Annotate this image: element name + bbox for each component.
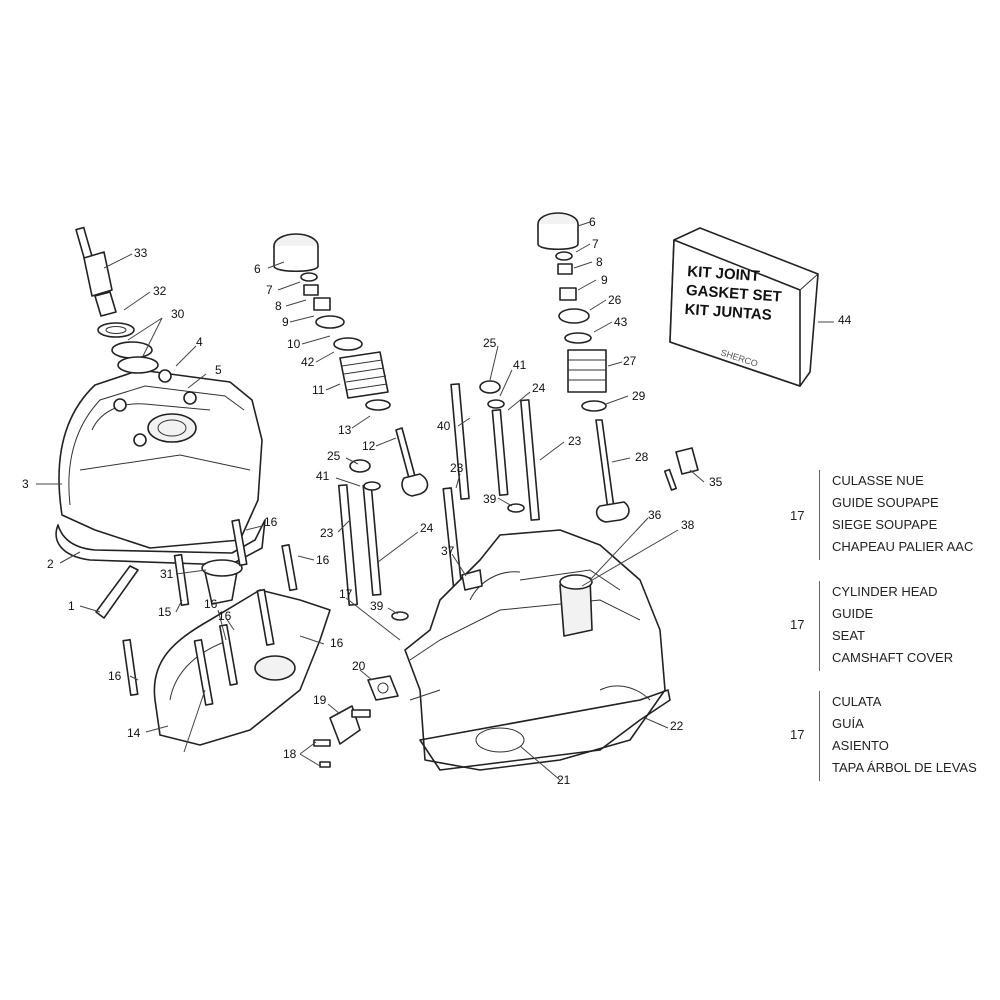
legend-line: CHAPEAU PALIER AAC xyxy=(832,539,974,554)
callout-41-right: 41 xyxy=(513,358,527,372)
legend-ref: 17 xyxy=(790,617,805,632)
callout-38: 38 xyxy=(681,518,695,532)
legend-english: 17 CYLINDER HEAD GUIDE SEAT CAMSHAFT COV… xyxy=(790,581,990,671)
callout-1: 1 xyxy=(68,599,75,613)
retaining-plate xyxy=(95,565,139,619)
legend-divider xyxy=(819,691,820,781)
legend-ref: 17 xyxy=(790,508,805,523)
legend-divider xyxy=(819,470,820,560)
callout-10: 10 xyxy=(287,337,301,351)
legend-lines: CULASSE NUE GUIDE SOUPAPE SIEGE SOUPAPE … xyxy=(832,470,973,558)
camshaft-holder xyxy=(122,519,331,746)
legend-line: TAPA ÁRBOL DE LEVAS xyxy=(832,760,977,775)
callout-44: 44 xyxy=(838,313,852,327)
callout-7-left: 7 xyxy=(266,283,273,297)
callout-24-left: 24 xyxy=(420,521,434,535)
cylinder-head-cover xyxy=(55,369,266,566)
callout-5: 5 xyxy=(215,363,222,377)
callout-36: 36 xyxy=(648,508,662,522)
callout-31: 31 xyxy=(160,567,174,581)
callout-23-right: 23 xyxy=(568,434,582,448)
callout-39-right: 39 xyxy=(483,492,497,506)
callout-27: 27 xyxy=(623,354,637,368)
legend-line: ASIENTO xyxy=(832,738,889,753)
callout-12: 12 xyxy=(362,439,376,453)
callout-16-d: 16 xyxy=(316,553,330,567)
small-parts xyxy=(313,675,399,768)
callout-18: 18 xyxy=(283,747,297,761)
callout-35: 35 xyxy=(709,475,723,489)
callout-2: 2 xyxy=(47,557,54,571)
callout-22: 22 xyxy=(670,719,684,733)
callout-28: 28 xyxy=(635,450,649,464)
callout-9-right: 9 xyxy=(601,273,608,287)
callout-23-mid: 23 xyxy=(450,461,464,475)
intake-valve-assembly xyxy=(273,233,429,497)
callout-6-left: 6 xyxy=(254,262,261,276)
legend-line: GUIDE xyxy=(832,606,874,621)
temperature-sensor xyxy=(663,447,699,491)
callout-29: 29 xyxy=(632,389,646,403)
legend-french: 17 CULASSE NUE GUIDE SOUPAPE SIEGE SOUPA… xyxy=(790,470,990,560)
spark-plug xyxy=(75,226,159,374)
legend-spanish: 17 CULATA GUÍA ASIENTO TAPA ÁRBOL DE LEV… xyxy=(790,691,990,781)
callout-7-right: 7 xyxy=(592,237,599,251)
callout-25-right: 25 xyxy=(483,336,497,350)
callout-37: 37 xyxy=(441,544,455,558)
callout-8-left: 8 xyxy=(275,299,282,313)
callout-33: 33 xyxy=(134,246,148,260)
callout-21: 21 xyxy=(557,773,571,787)
legend-lines: CULATA GUÍA ASIENTO TAPA ÁRBOL DE LEVAS xyxy=(832,691,977,779)
callout-16-e: 16 xyxy=(330,636,344,650)
callout-11: 11 xyxy=(312,383,325,397)
legend-line: GUÍA xyxy=(832,716,864,731)
callout-15: 15 xyxy=(158,605,172,619)
callout-20: 20 xyxy=(352,659,366,673)
callout-3: 3 xyxy=(22,477,29,491)
legend-line: CULASSE NUE xyxy=(832,473,924,488)
callout-25-left: 25 xyxy=(327,449,341,463)
callout-4: 4 xyxy=(196,335,203,349)
legend-line: GUIDE SOUPAPE xyxy=(832,495,939,510)
callout-9-left: 9 xyxy=(282,315,289,329)
callout-32: 32 xyxy=(153,284,167,298)
callout-16-c: 16 xyxy=(264,515,278,529)
gasket-kit-box: SHERCO xyxy=(669,227,819,387)
callout-6-right: 6 xyxy=(589,215,596,229)
callout-23-left: 23 xyxy=(320,526,334,540)
callout-8-right: 8 xyxy=(596,255,603,269)
callout-16-b: 16 xyxy=(218,609,232,623)
callout-39-left: 39 xyxy=(370,599,384,613)
gasket-kit-label: KIT JOINT GASKET SET KIT JUNTAS xyxy=(684,262,784,326)
legend-line: CAMSHAFT COVER xyxy=(832,650,954,665)
legend-line: CULATA xyxy=(832,694,882,709)
callout-26: 26 xyxy=(608,293,622,307)
callout-19: 19 xyxy=(313,693,327,707)
callout-42: 42 xyxy=(301,355,315,369)
callout-40: 40 xyxy=(437,419,451,433)
callout-13: 13 xyxy=(338,423,352,437)
callout-17: 17 xyxy=(339,587,353,601)
legend-line: SIEGE SOUPAPE xyxy=(832,517,938,532)
callout-16-f: 16 xyxy=(108,669,122,683)
cylinder-head xyxy=(404,529,671,771)
legend-ref: 17 xyxy=(790,727,805,742)
legend-divider xyxy=(819,581,820,671)
callout-43: 43 xyxy=(614,315,628,329)
callout-16-a: 16 xyxy=(204,597,218,611)
callout-24-right: 24 xyxy=(532,381,546,395)
callout-30: 30 xyxy=(171,307,185,321)
legend-line: CYLINDER HEAD xyxy=(832,584,938,599)
legend-line: SEAT xyxy=(832,628,865,643)
exhaust-valve-assembly xyxy=(537,212,630,523)
callout-41-left: 41 xyxy=(316,469,330,483)
legend-lines: CYLINDER HEAD GUIDE SEAT CAMSHAFT COVER xyxy=(832,581,953,669)
callout-14: 14 xyxy=(127,726,141,740)
leader-lines xyxy=(36,221,834,781)
